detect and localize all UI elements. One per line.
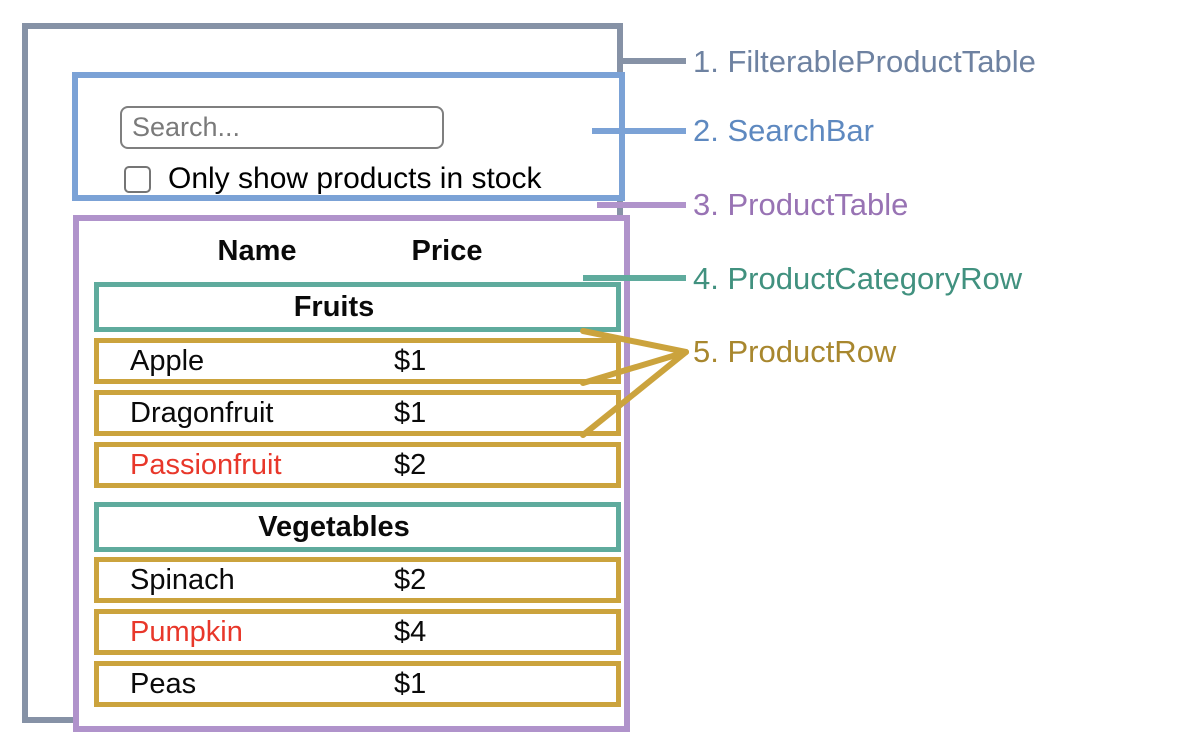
category-label: Fruits	[293, 290, 375, 323]
category-row-vegetables: Vegetables	[94, 502, 621, 552]
product-row-peas: Peas $1	[94, 661, 621, 707]
in-stock-filter[interactable]: Only show products in stock	[124, 162, 542, 196]
product-name: Pumpkin	[130, 615, 243, 648]
product-name: Apple	[130, 344, 205, 377]
column-header-name: Name	[217, 235, 297, 267]
product-price: $2	[394, 563, 427, 596]
column-header-price: Price	[411, 235, 483, 267]
in-stock-checkbox[interactable]	[124, 165, 151, 193]
legend-search-bar: 2. SearchBar	[693, 113, 874, 148]
legend-filterable-product-table: 1. FilterableProductTable	[693, 44, 1036, 79]
product-table-box: Name Price Fruits Apple $1 Dragonfruit $…	[73, 215, 630, 732]
search-input[interactable]	[120, 106, 444, 149]
in-stock-checkbox-label: Only show products in stock	[168, 162, 542, 195]
legend-product-table: 3. ProductTable	[693, 187, 909, 222]
legend-product-category-row: 4. ProductCategoryRow	[693, 261, 1023, 296]
product-price: $1	[394, 396, 427, 429]
product-name: Peas	[130, 667, 197, 700]
product-price: $1	[394, 667, 427, 700]
product-row-dragonfruit: Dragonfruit $1	[94, 390, 621, 436]
legend-product-row: 5. ProductRow	[693, 334, 897, 369]
product-name: Spinach	[130, 563, 235, 596]
search-bar-box: Only show products in stock	[72, 72, 625, 201]
category-row-fruits: Fruits	[94, 282, 621, 332]
product-price: $1	[394, 344, 427, 377]
product-row-apple: Apple $1	[94, 338, 621, 384]
category-label: Vegetables	[258, 510, 410, 543]
product-row-spinach: Spinach $2	[94, 557, 621, 603]
product-price: $2	[394, 448, 427, 481]
product-row-pumpkin: Pumpkin $4	[94, 609, 621, 655]
product-name: Passionfruit	[130, 448, 282, 481]
product-price: $4	[394, 615, 427, 648]
product-row-passionfruit: Passionfruit $2	[94, 442, 621, 488]
product-name: Dragonfruit	[130, 396, 274, 429]
filterable-product-table-box: Only show products in stock Name Price F…	[22, 23, 630, 732]
